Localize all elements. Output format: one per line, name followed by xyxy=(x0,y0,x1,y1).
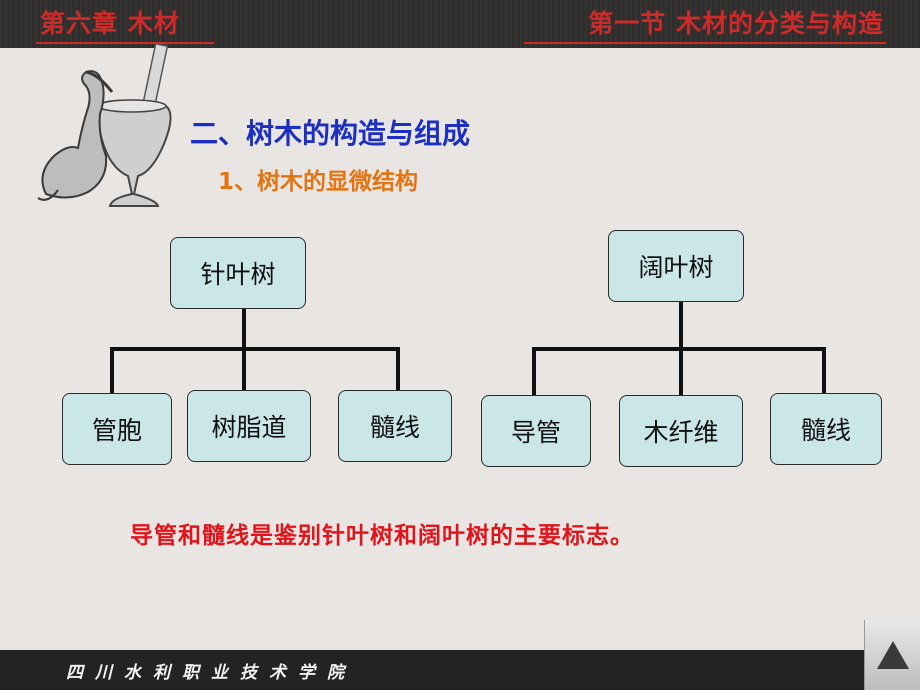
section-title: 第一节 木材的分类与构造 xyxy=(588,9,884,38)
key-note: 导管和髓线是鉴别针叶树和阔叶树的主要标志。 xyxy=(130,523,634,549)
node-vessel: 导管 xyxy=(481,395,591,467)
chapter-underline xyxy=(36,42,214,44)
section-heading: 二、树木的构造与组成 xyxy=(190,117,471,150)
node-wood-fiber: 木纤维 xyxy=(619,395,743,467)
connector-right-3 xyxy=(822,347,826,393)
node-broadleaf: 阔叶树 xyxy=(608,230,744,302)
node-conifer: 针叶树 xyxy=(170,237,306,309)
connector-right-2 xyxy=(679,347,683,395)
connector-right-1 xyxy=(532,347,536,395)
connector-left-3 xyxy=(396,347,400,391)
node-ray-left: 髓线 xyxy=(338,390,452,462)
connector-left-bar xyxy=(110,347,400,351)
section-underline xyxy=(524,42,886,44)
connector-left-trunk xyxy=(242,309,246,349)
node-resin-canal: 树脂道 xyxy=(187,390,311,462)
school-name: 四川水利职业技术学院 xyxy=(66,663,356,683)
node-tracheid: 管胞 xyxy=(62,393,172,465)
next-slide-button[interactable] xyxy=(864,620,920,690)
footer-bar: 四川水利职业技术学院 xyxy=(0,650,920,690)
connector-left-2 xyxy=(242,347,246,393)
duck-glass-illustration xyxy=(37,44,172,207)
chapter-title: 第六章 木材 xyxy=(40,9,180,38)
sub-heading: 1、树木的显微结构 xyxy=(218,169,419,195)
triangle-up-icon xyxy=(877,641,909,669)
node-ray-right: 髓线 xyxy=(770,393,882,465)
connector-right-trunk xyxy=(679,302,683,350)
connector-left-1 xyxy=(110,347,114,393)
top-bar xyxy=(0,0,920,48)
